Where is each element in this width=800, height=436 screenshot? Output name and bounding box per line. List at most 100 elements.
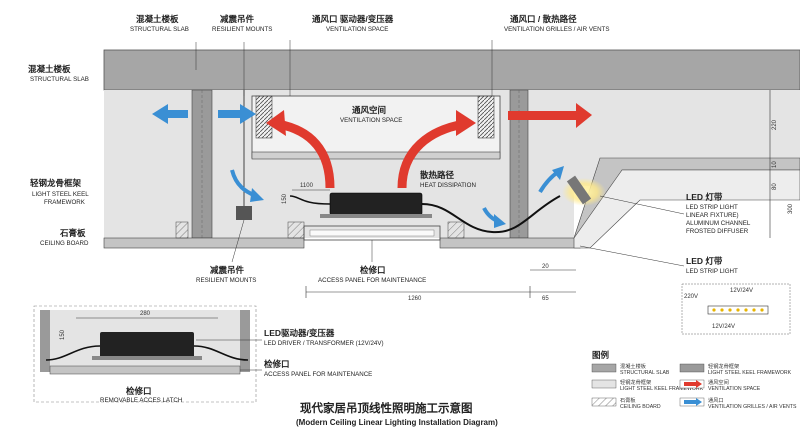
inset-wall-left	[40, 310, 50, 372]
resilient-mount-left	[236, 206, 252, 220]
driver-wire	[421, 195, 561, 234]
label-heat-en: HEAT DISSIPATION	[420, 182, 476, 189]
inset-wall-right	[240, 310, 250, 372]
legend-item-3-en: VENTILATION SPACE	[708, 386, 761, 392]
legend-title: 图例	[592, 350, 610, 360]
inset-dim-150-label: 150	[60, 329, 66, 340]
label-access2-zh: 检修口	[264, 359, 290, 369]
label-driver-zh: LED驱动器/变压器	[264, 328, 335, 338]
legend-item-5-en: VENTILATION GRILLES / AIR VENTS	[708, 404, 797, 410]
title-en: (Modern Ceiling Linear Lighting Installa…	[296, 418, 498, 427]
legend-red-arrow	[684, 380, 702, 388]
led-driver	[329, 192, 423, 216]
dim-1260: 1260	[408, 296, 422, 302]
label-slab-top-zh: 混凝土楼板	[136, 14, 179, 24]
heat-arrow-left-head	[266, 110, 286, 136]
legend-swatch-keel	[679, 363, 705, 373]
legend-item-2-zh: 轻钢龙骨框架	[620, 378, 651, 386]
led-channel	[566, 175, 592, 205]
label-slab-top-en: STRUCTURAL SLAB	[130, 26, 189, 33]
heat-arrow-out-head	[576, 103, 592, 128]
label-driver-en: LED DRIVER / TRANSFORMER (12V/24V)	[264, 340, 384, 347]
access-panel-insert	[309, 229, 435, 237]
legend-item-4-zh: 石膏板	[620, 396, 636, 404]
dim-150: 150	[282, 193, 288, 204]
structural-slab	[103, 49, 800, 91]
hatch-left	[175, 221, 189, 239]
label-led2-zh: LED 灯带	[686, 256, 723, 266]
label-led-en-2: LINEAR FIXTURE)	[686, 212, 739, 219]
label-led-en-4: FROSTED DIFFUSER	[686, 228, 749, 235]
heat-arrow-right-head	[456, 110, 476, 136]
label-vent-mid-zh: 通风空间	[352, 105, 386, 115]
legend-item-2-en: LIGHT STEEL KEEL FRAMEWORK	[620, 386, 704, 392]
vent-grille-left	[255, 95, 273, 139]
label-keel-en-2: FRAMEWORK	[44, 199, 86, 206]
dim-65: 65	[542, 296, 549, 302]
cool-arrow-in-head	[240, 104, 256, 124]
wiring-220v: 220V	[684, 294, 698, 300]
led-driver-plate	[320, 214, 432, 218]
ventilation-chamber-base	[251, 151, 501, 160]
legend-swatch-slab	[591, 363, 617, 373]
label-led-en-3: ALUMINUM CHANNEL	[686, 220, 751, 227]
title-zh: 现代家居吊顶线性照明施工示意图	[300, 401, 473, 415]
inset-driver	[100, 332, 194, 358]
legend-swatch-keel2	[591, 379, 617, 389]
label-led2-en: LED STRIP LIGHT	[686, 268, 738, 275]
label-removable-zh: 检修口	[126, 386, 152, 396]
ceiling-board-mid	[439, 237, 581, 249]
cool-arrow-curve-right-head	[494, 214, 506, 228]
legend-item-1-zh: 轻钢龙骨框架	[708, 362, 739, 370]
wiring-bot-volt: 12V/24V	[712, 324, 735, 330]
label-gypsum-zh: 石膏板	[59, 228, 86, 238]
label-led-zh: LED 灯带	[686, 192, 723, 202]
label-access-en: ACCESS PANEL FOR MAINTENANCE	[318, 277, 426, 284]
label-gypsum-en: CEILING BOARD	[40, 240, 89, 247]
label-access-zh: 检修口	[360, 265, 386, 275]
legend-item-0-en: STRUCTURAL SLAB	[620, 370, 670, 376]
ceiling-board	[103, 237, 305, 249]
legend-swatch-board	[591, 397, 617, 407]
leader-led2	[579, 245, 685, 267]
legend-item-1-en: LIGHT STEEL KEEL FRAMEWORK	[708, 370, 792, 376]
cove-lower	[573, 169, 800, 249]
label-slab-left-zh: 混凝土楼板	[28, 64, 71, 74]
cool-arrow-curve-left-head	[250, 188, 264, 202]
label-slab-left-en: STRUCTURAL SLAB	[30, 76, 89, 83]
inset-driver-plate	[92, 356, 202, 360]
cool-arrow-top-left-shaft	[166, 110, 188, 118]
dim-10: 10	[772, 161, 778, 168]
label-vent-space-top-en: VENTILATION SPACE	[326, 26, 388, 33]
legend-blue-arrow	[684, 398, 702, 406]
label-mounts-top-en: RESILIENT MOUNTS	[212, 26, 272, 33]
legend: 混凝土楼板 STRUCTURAL SLAB 轻钢龙骨框架 LIGHT STEEL…	[591, 362, 797, 410]
label-removable-en: REMOVABLE ACCES LATCH	[100, 397, 182, 404]
dim-300: 300	[788, 203, 794, 214]
label-vent-space-top-zh: 通风口 驱动器/变压器	[312, 14, 394, 24]
heat-arrow-left	[277, 119, 335, 189]
label-mounts-bot-en: RESILIENT MOUNTS	[196, 277, 256, 284]
label-grilles-en: VENTILATION GRILLES / AIR VENTS	[504, 26, 609, 33]
legend-item-3-zh: 通风空间	[708, 378, 729, 386]
hatch-mid	[287, 221, 305, 239]
label-access2-en: ACCESS PANEL FOR MAINTENANCE	[264, 371, 372, 378]
hatch-mid2	[447, 221, 465, 239]
cool-arrow-top-left-head	[152, 104, 168, 124]
legend-item-5-zh: 通风口	[708, 396, 724, 404]
cool-arrow-up-right-head	[552, 166, 564, 180]
inset-dim-280-label: 280	[140, 311, 151, 317]
cool-arrow-in-shaft	[218, 110, 242, 118]
label-led-en-1: LED STRIP LIGHT	[686, 204, 738, 211]
inset-wire-left	[45, 345, 101, 361]
wiring-dots	[712, 308, 764, 312]
dim-80: 80	[772, 183, 778, 190]
dim-20: 20	[542, 264, 549, 270]
label-keel-zh: 轻钢龙骨框架	[30, 178, 82, 188]
heat-arrow-right	[397, 119, 465, 189]
label-keel-en-1: LIGHT STEEL KEEL	[32, 191, 89, 198]
driver-wire-in	[289, 195, 331, 205]
label-heat-zh: 散热路径	[420, 170, 455, 180]
leader-led	[599, 195, 685, 215]
